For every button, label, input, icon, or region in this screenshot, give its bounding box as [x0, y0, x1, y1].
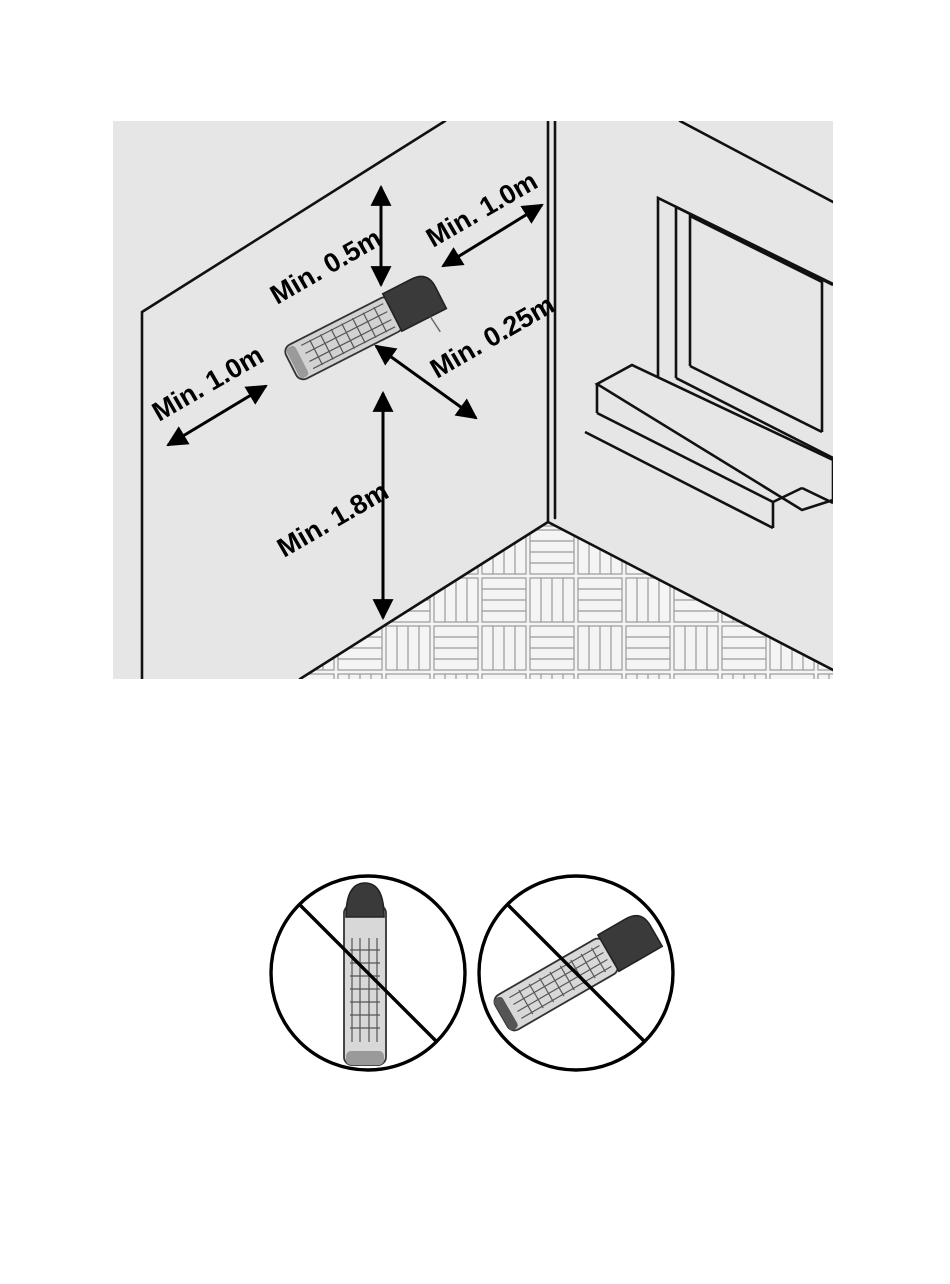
room-scene: Min. 0.5m Min. 1.0m Min. 0.25m Min. 1.0m… [113, 121, 833, 679]
prohibited-tilted-icon [479, 876, 673, 1070]
prohibited-vertical-icon [271, 876, 465, 1070]
